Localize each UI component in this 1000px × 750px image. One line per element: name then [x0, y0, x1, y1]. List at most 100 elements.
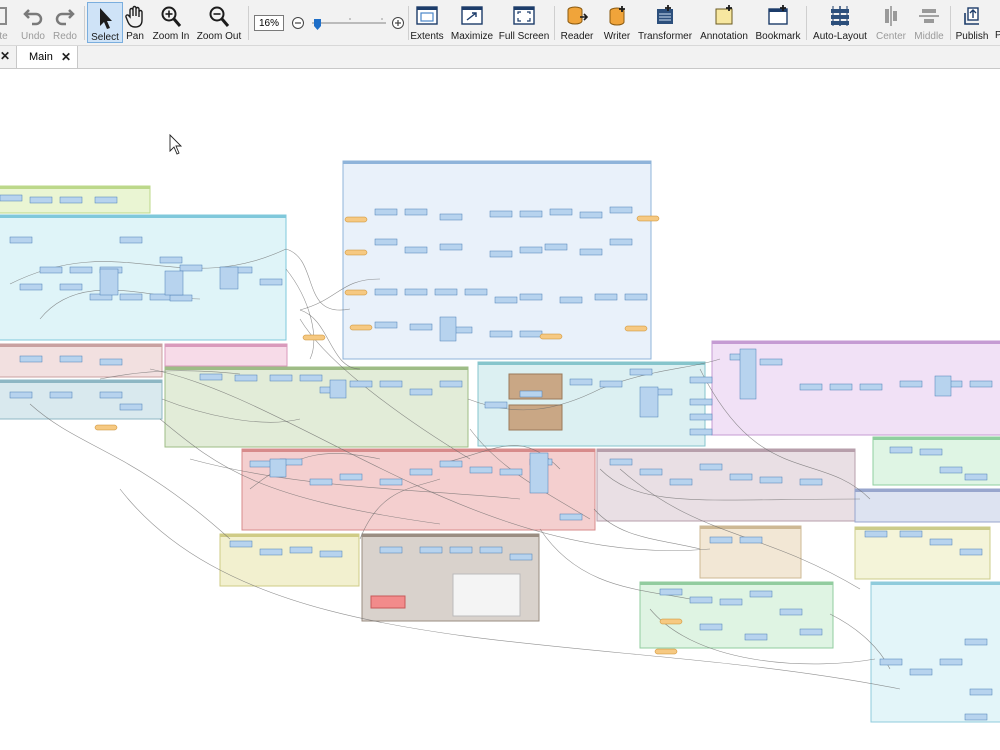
transformer-node[interactable] [439, 380, 463, 388]
reader-writer-node[interactable] [344, 216, 368, 223]
bookmark-button[interactable]: Bookmark [756, 2, 801, 43]
redo-button[interactable]: Redo [52, 2, 78, 43]
bookmark-region[interactable] [164, 366, 469, 448]
transformer-node[interactable] [419, 546, 443, 554]
transformer-node[interactable] [449, 546, 473, 554]
pan-tool-button[interactable]: Pan [124, 2, 146, 43]
transformer-node[interactable] [519, 246, 543, 254]
bookmark-region[interactable] [342, 160, 652, 360]
transformer-node[interactable] [94, 196, 118, 204]
transformer-node[interactable] [99, 358, 123, 366]
transformer-node[interactable] [739, 536, 763, 544]
transformer-node[interactable] [0, 194, 23, 202]
transformer-node[interactable] [929, 538, 953, 546]
transformer-node[interactable] [479, 546, 503, 554]
transformer-node[interactable] [699, 463, 723, 471]
transformer-node[interactable] [519, 390, 543, 398]
transformer-node[interactable] [229, 540, 253, 548]
reader-writer-node[interactable] [344, 249, 368, 256]
transformer-node[interactable] [404, 208, 428, 216]
transformer-node[interactable] [349, 380, 373, 388]
transformer-node[interactable] [689, 376, 713, 384]
bookmark-region[interactable] [870, 581, 1000, 723]
transformer-node[interactable] [964, 473, 988, 481]
transformer-node[interactable] [779, 608, 803, 616]
transformer-node[interactable] [799, 628, 823, 636]
zoom-increase-icon[interactable] [391, 16, 405, 30]
transformer-node[interactable] [544, 243, 568, 251]
reader-writer-node[interactable] [302, 334, 326, 341]
transformer-node[interactable] [19, 283, 43, 291]
reader-writer-node[interactable] [344, 289, 368, 296]
transformer-node[interactable] [404, 246, 428, 254]
transformer-node[interactable] [489, 330, 513, 338]
transformer-node[interactable] [964, 638, 988, 646]
transformer-node[interactable] [339, 473, 363, 481]
transformer-node[interactable] [259, 278, 283, 286]
transformer-node[interactable] [709, 536, 733, 544]
transformer-node[interactable] [749, 590, 773, 598]
transformer-node[interactable] [934, 375, 952, 397]
publish-button[interactable]: Publish [954, 2, 990, 43]
reader-writer-node[interactable] [94, 424, 118, 431]
transformer-node[interactable] [269, 374, 293, 382]
zoom-decrease-icon[interactable] [291, 16, 305, 30]
transformer-node[interactable] [269, 458, 287, 478]
transformer-node[interactable] [969, 688, 993, 696]
bookmark-region[interactable] [0, 379, 163, 420]
transformer-node[interactable] [549, 208, 573, 216]
transformer-node[interactable] [829, 383, 853, 391]
transformer-node[interactable] [519, 210, 543, 218]
transformer-node[interactable] [739, 348, 757, 400]
undo-button[interactable]: Undo [20, 2, 46, 43]
transformer-node[interactable] [19, 355, 43, 363]
transformer-node[interactable] [569, 378, 593, 386]
zoom-slider[interactable] [310, 16, 388, 30]
transformer-node[interactable] [39, 266, 63, 274]
transformer-node[interactable] [119, 293, 143, 301]
transformer-node[interactable] [964, 713, 988, 721]
transformer-node[interactable] [689, 413, 713, 421]
transformer-node[interactable] [494, 296, 518, 304]
transformer-node[interactable] [689, 398, 713, 406]
transformer-node[interactable] [529, 452, 549, 494]
transformer-node[interactable] [259, 548, 283, 556]
tab-main[interactable]: Main ✕ [16, 46, 78, 68]
transformer-node[interactable] [59, 283, 83, 291]
transformer-node[interactable] [609, 238, 633, 246]
bookmark-region[interactable] [164, 343, 288, 367]
workflow-diagram[interactable] [0, 69, 1000, 750]
zoom-in-button[interactable]: Zoom In [152, 2, 190, 43]
transformer-node[interactable] [729, 473, 753, 481]
transformer-node[interactable] [719, 598, 743, 606]
transformer-node[interactable] [594, 293, 618, 301]
transformer-node[interactable] [9, 236, 33, 244]
transformer-node[interactable] [579, 211, 603, 219]
transformer-node[interactable] [799, 478, 823, 486]
transformer-node[interactable] [519, 330, 543, 338]
zoom-out-button[interactable]: Zoom Out [197, 2, 241, 43]
transformer-node[interactable] [374, 208, 398, 216]
transformer-node[interactable] [439, 243, 463, 251]
transformer-node[interactable] [919, 448, 943, 456]
transformer-node[interactable] [609, 206, 633, 214]
bookmark-region[interactable] [854, 488, 1000, 523]
transformer-node[interactable] [489, 250, 513, 258]
transformer-node[interactable] [624, 293, 648, 301]
transformer-node[interactable] [439, 213, 463, 221]
transformer-node[interactable] [939, 658, 963, 666]
transformer-node[interactable] [59, 196, 83, 204]
transformer-node[interactable] [409, 323, 433, 331]
transformer-node[interactable] [959, 548, 983, 556]
transformer-node[interactable] [329, 379, 347, 399]
transformer-node[interactable] [759, 476, 783, 484]
bookmark-region[interactable] [0, 214, 287, 341]
transformer-node[interactable] [689, 428, 713, 436]
transformer-node[interactable] [179, 264, 203, 272]
transformer-node[interactable] [629, 368, 653, 376]
reader-writer-node[interactable] [659, 618, 683, 625]
reader-writer-node[interactable] [349, 324, 373, 331]
transformer-node[interactable] [879, 658, 903, 666]
bookmark-region[interactable] [508, 404, 563, 431]
select-tool-button[interactable]: Select [87, 2, 123, 43]
